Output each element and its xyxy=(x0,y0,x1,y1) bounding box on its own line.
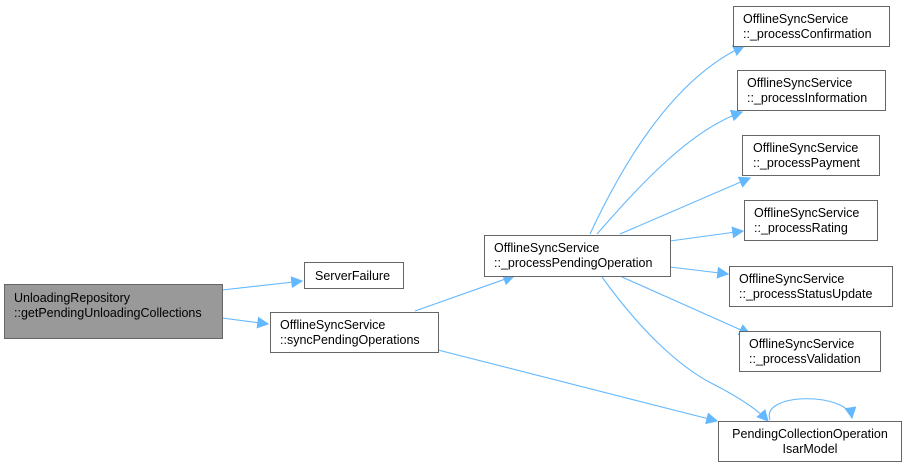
node-process-status-update[interactable]: OfflineSyncService ::_processStatusUpdat… xyxy=(729,266,893,307)
edge-process-payment xyxy=(619,176,752,235)
svg-text:::_processRating: ::_processRating xyxy=(754,221,848,235)
edge-process-pendingcollection xyxy=(601,276,769,422)
svg-text:OfflineSyncService: OfflineSyncService xyxy=(743,12,848,26)
svg-text:UnloadingRepository: UnloadingRepository xyxy=(14,291,131,305)
svg-text:::_processStatusUpdate: ::_processStatusUpdate xyxy=(739,287,872,301)
svg-text:::_processPayment: ::_processPayment xyxy=(753,156,861,170)
svg-text:::_processPendingOperation: ::_processPendingOperation xyxy=(494,256,652,270)
edge-sync-processpending xyxy=(414,273,516,312)
edges xyxy=(221,45,857,425)
edge-process-rating xyxy=(669,226,745,242)
edge-process-statusupdate xyxy=(669,266,730,279)
edge-process-validation xyxy=(621,276,752,336)
svg-text:OfflineSyncService: OfflineSyncService xyxy=(494,241,599,255)
edge-root-serverfailure xyxy=(221,276,304,291)
edge-sync-pendingcollection xyxy=(437,349,719,425)
svg-text:PendingCollectionOperation: PendingCollectionOperation xyxy=(732,427,888,441)
node-process-confirmation[interactable]: OfflineSyncService ::_processConfirmatio… xyxy=(733,6,890,47)
node-root[interactable]: UnloadingRepository ::getPendingUnloadin… xyxy=(4,284,223,339)
node-process-validation[interactable]: OfflineSyncService ::_processValidation xyxy=(739,331,881,372)
node-sync-pending-operations[interactable]: OfflineSyncService ::syncPendingOperatio… xyxy=(270,312,439,353)
svg-text:::_processInformation: ::_processInformation xyxy=(747,91,867,105)
edge-process-confirmation xyxy=(589,45,746,235)
svg-text:::_processConfirmation: ::_processConfirmation xyxy=(743,27,872,41)
svg-text:OfflineSyncService: OfflineSyncService xyxy=(747,76,852,90)
node-process-rating[interactable]: OfflineSyncService ::_processRating xyxy=(744,200,878,241)
edge-root-syncpending xyxy=(221,316,270,329)
svg-text:OfflineSyncService: OfflineSyncService xyxy=(280,318,385,332)
svg-text:ServerFailure: ServerFailure xyxy=(315,269,390,283)
node-process-information[interactable]: OfflineSyncService ::_processInformation xyxy=(737,70,886,111)
node-server-failure[interactable]: ServerFailure xyxy=(304,262,404,289)
svg-text:IsarModel: IsarModel xyxy=(783,442,838,456)
node-pending-collection-operation-isar-model[interactable]: PendingCollectionOperation IsarModel xyxy=(718,421,902,462)
svg-text:::getPendingUnloadingCollectio: ::getPendingUnloadingCollections xyxy=(14,306,202,320)
node-process-payment[interactable]: OfflineSyncService ::_processPayment xyxy=(742,135,880,176)
svg-text:OfflineSyncService: OfflineSyncService xyxy=(739,272,844,286)
node-process-pending-operation[interactable]: OfflineSyncService ::_processPendingOper… xyxy=(484,235,671,277)
svg-text:OfflineSyncService: OfflineSyncService xyxy=(754,206,859,220)
edge-process-information xyxy=(596,109,744,235)
svg-text:OfflineSyncService: OfflineSyncService xyxy=(753,141,858,155)
svg-text:::syncPendingOperations: ::syncPendingOperations xyxy=(280,333,420,347)
svg-text:::_processValidation: ::_processValidation xyxy=(749,352,861,366)
svg-text:OfflineSyncService: OfflineSyncService xyxy=(749,337,854,351)
edge-pendingcollection-self xyxy=(768,398,857,421)
